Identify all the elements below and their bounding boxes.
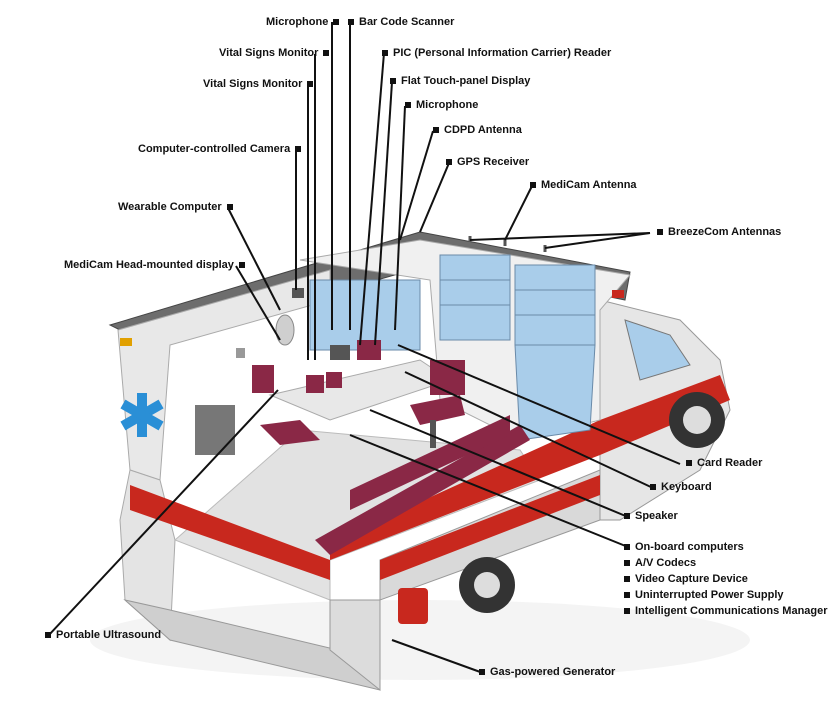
label-gps-receiver: GPS Receiver — [446, 156, 529, 169]
ambulance-cab — [599, 299, 731, 521]
workstation-counter — [252, 340, 452, 421]
label-flat-touch-panel-display: Flat Touch-panel Display — [390, 75, 530, 88]
label-pic-reader: PIC (Personal Information Carrier) Reade… — [382, 47, 611, 60]
label-wearable-computer: Wearable Computer — [118, 201, 233, 214]
label-keyboard: Keyboard — [650, 481, 712, 494]
label-medicam-head-mounted-display: MediCam Head-mounted display — [64, 259, 245, 272]
label-intelligent-communications-manager: Intelligent Communications Manager — [624, 605, 828, 618]
label-microphone-top: Microphone — [266, 16, 340, 29]
label-cdpd-antenna: CDPD Antenna — [433, 124, 522, 137]
label-vital-signs-monitor-1: Vital Signs Monitor — [219, 47, 330, 60]
label-gas-powered-generator: Gas-powered Generator — [479, 666, 615, 679]
label-video-capture-device: Video Capture Device — [624, 573, 748, 586]
label-bar-code-scanner: Bar Code Scanner — [348, 16, 454, 29]
label-computer-controlled-camera: Computer-controlled Camera — [138, 143, 302, 156]
label-speaker: Speaker — [624, 510, 678, 523]
vent-grille-icon — [195, 405, 235, 455]
label-on-board-computers: On-board computers — [624, 541, 744, 554]
star-of-life-icon — [120, 393, 164, 437]
stretcher-bench — [260, 415, 530, 555]
label-uninterrupted-power-supply: Uninterrupted Power Supply — [624, 589, 784, 602]
label-breezecom-antennas: BreezeCom Antennas — [657, 226, 781, 239]
label-portable-ultrasound: Portable Ultrasound — [45, 629, 161, 642]
label-vital-signs-monitor-2: Vital Signs Monitor — [203, 78, 314, 91]
label-microphone-2: Microphone — [405, 99, 478, 112]
emblem-911-icon — [398, 588, 428, 624]
label-card-reader: Card Reader — [686, 457, 762, 470]
interior-cabinets — [299, 239, 631, 441]
leader-lines — [47, 22, 681, 674]
label-av-codecs: A/V Codecs — [624, 557, 696, 570]
label-medicam-antenna: MediCam Antenna — [530, 179, 637, 192]
